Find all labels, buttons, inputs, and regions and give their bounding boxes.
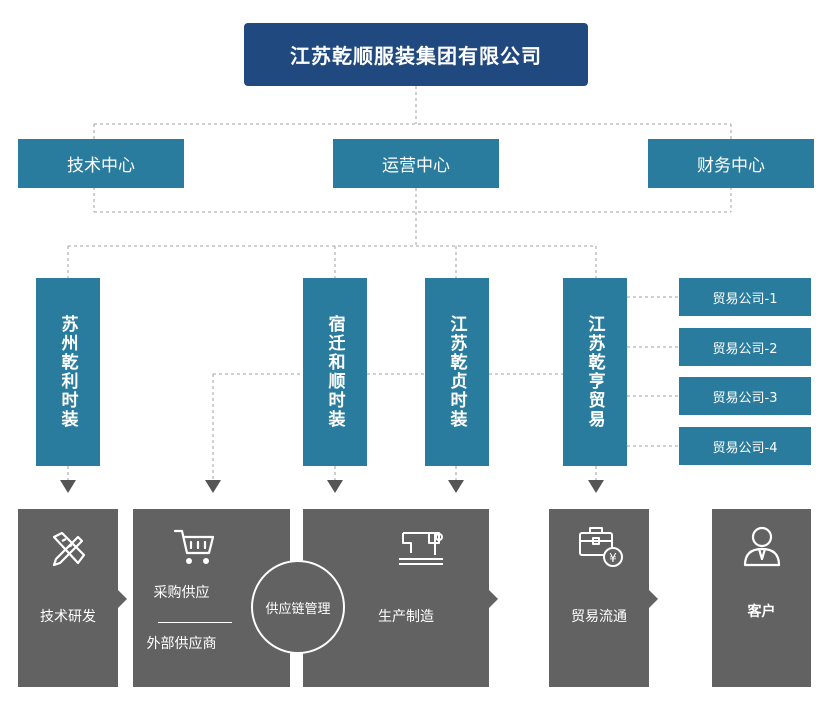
finance-center-label: 财务中心 — [697, 156, 765, 176]
ops-center-box: 运营中心 — [333, 139, 499, 188]
supply-chain-circle: 供应链管理 — [251, 560, 345, 654]
trade-company-4: 贸易公司-4 — [679, 427, 811, 465]
rd-block: 技术研发 — [18, 509, 118, 687]
trade-company-3-label: 贸易公司-3 — [712, 390, 778, 406]
purchase-label: 采购供应 — [153, 585, 210, 601]
trade-company-box: 江苏乾亨贸易 — [563, 278, 627, 466]
ops-center-label: 运营中心 — [382, 156, 450, 176]
customer-label: 客户 — [747, 604, 776, 620]
trade-company-3: 贸易公司-3 — [679, 377, 811, 415]
supply-chain-label: 供应链管理 — [265, 601, 331, 617]
production-label: 生产制造 — [378, 609, 434, 625]
trade-company-2-label: 贸易公司-2 — [712, 341, 778, 357]
rd-label: 技术研发 — [40, 609, 96, 625]
pencil-ruler-icon — [52, 531, 86, 567]
suzhou-company-label: 苏州乾利时装 — [57, 315, 78, 429]
trade-company-4-label: 贸易公司-4 — [712, 440, 778, 456]
trade-company-label: 江苏乾亨贸易 — [584, 315, 605, 429]
finance-center-box: 财务中心 — [648, 139, 814, 188]
trade-flow-label: 贸易流通 — [571, 609, 627, 625]
sewing-machine-icon — [399, 532, 443, 565]
suqian-company-label: 宿迁和顺时装 — [324, 315, 345, 429]
purchase-divider — [158, 622, 232, 623]
rd-arrow-notch — [118, 590, 127, 608]
suqian-company-box: 宿迁和顺时装 — [303, 278, 367, 466]
trade-company-1-label: 贸易公司-1 — [712, 291, 778, 307]
trade-company-2: 贸易公司-2 — [679, 328, 811, 366]
trade-flow-block: ¥ 贸易流通 — [549, 509, 649, 687]
group-company-box: 江苏乾顺服装集团有限公司 — [244, 23, 588, 86]
zhenshi-company-box: 江苏乾贞时装 — [425, 278, 489, 466]
production-arrow-notch — [489, 590, 498, 608]
customer-block: 客户 — [712, 509, 811, 687]
trade-flow-arrow-notch — [649, 590, 658, 608]
shopping-cart-icon — [173, 529, 215, 564]
customer-icon — [743, 526, 781, 567]
external-supplier-label: 外部供应商 — [146, 636, 217, 652]
trade-company-1: 贸易公司-1 — [679, 278, 811, 316]
zhenshi-company-label: 江苏乾贞时装 — [446, 315, 467, 429]
suzhou-company-box: 苏州乾利时装 — [36, 278, 100, 466]
tech-center-box: 技术中心 — [18, 139, 184, 188]
svg-text:¥: ¥ — [609, 551, 617, 565]
group-company-title: 江苏乾顺服装集团有限公司 — [290, 44, 542, 68]
briefcase-yen-icon: ¥ — [579, 527, 623, 567]
tech-center-label: 技术中心 — [67, 156, 135, 176]
